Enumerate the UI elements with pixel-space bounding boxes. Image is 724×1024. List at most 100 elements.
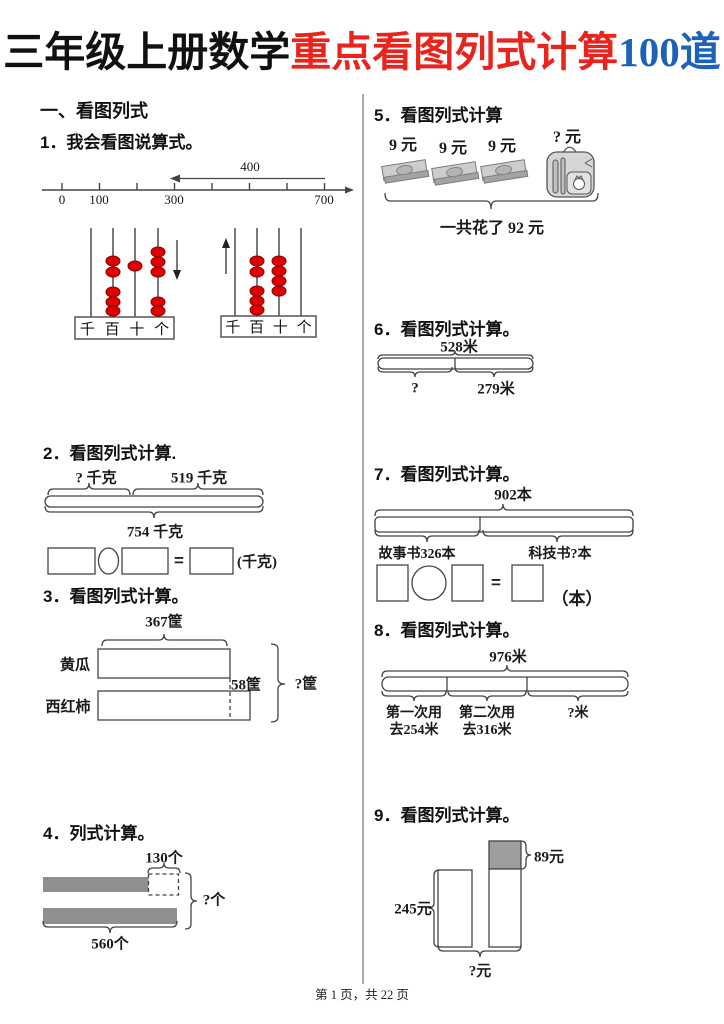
abacus-col-hundred: 百	[104, 320, 120, 338]
p8-seg2-label-line1: 第二次用	[459, 706, 515, 721]
p4-top-label: 130个	[145, 850, 183, 867]
p7-heading: 7．看图列式计算。	[374, 465, 520, 484]
p2-equals-sign: =	[174, 551, 184, 570]
p7-answer-box-2	[451, 564, 484, 602]
p9-question-label: ?元	[468, 963, 492, 980]
up-arrowhead	[222, 238, 230, 248]
p6-top-label: 528米	[440, 339, 478, 356]
p9-left-label: 245元	[394, 901, 432, 918]
money-icon	[480, 159, 529, 184]
p3-question-label: ?筐	[294, 676, 318, 693]
numberline-arrowhead	[345, 186, 354, 194]
p5-price1-label: 9 元	[388, 137, 418, 154]
p6-right-label: 279米	[477, 381, 515, 398]
abacus-col-ten: 十	[272, 319, 288, 336]
abacus-right	[220, 228, 317, 338]
abacus-col-ten: 十	[129, 320, 145, 338]
money-icon	[431, 161, 480, 186]
abacus-left-base	[74, 316, 175, 340]
p2-right-label: 519 千克	[170, 470, 228, 487]
p1-tick-700: 700	[314, 192, 334, 207]
p9-bar-right-gray	[488, 840, 522, 870]
p2-left-label: ? 千克	[75, 470, 117, 487]
p1-arrow-label: 400	[240, 159, 260, 174]
p7-equals-sign: =	[491, 573, 501, 592]
p5-heading: 5．看图列式计算	[374, 106, 503, 125]
p2-heading: 2．看图列式计算.	[43, 444, 177, 463]
p7-unit-label: （本）	[551, 589, 603, 609]
p7-answer-box-1	[376, 564, 409, 602]
p5-figure	[381, 146, 599, 210]
p8-seg1-label-line1: 第一次用	[386, 706, 442, 721]
p7-right-label: 科技书?本	[528, 547, 592, 562]
p3-bar-cucumber	[97, 648, 231, 679]
p3-bar1-label: 黄瓜	[59, 657, 91, 674]
section-heading: 一、看图列式	[40, 101, 148, 121]
p2-answer-box-3	[189, 547, 234, 575]
p6-left-label: ?	[411, 380, 419, 397]
p4-heading: 4．列式计算。	[43, 824, 155, 843]
page-number: 第 1 页，共 22 页	[315, 988, 409, 1002]
p7-answer-box-3	[511, 564, 544, 602]
page-title: 三年级上册数学重点看图列式计算100道	[0, 18, 724, 78]
p8-figure	[381, 664, 629, 702]
abacus-right-base	[220, 315, 317, 338]
p1-tick-100: 100	[89, 192, 109, 207]
title-part-red: 重点看图列式计算	[290, 29, 619, 75]
p5-price-question-label: ? 元	[552, 129, 582, 146]
p3-extra-label: 58筐	[230, 677, 262, 694]
p8-seg2-label-line2: 去316米	[462, 723, 512, 738]
p7-left-label: 故事书326本	[378, 547, 456, 562]
p9-bar-right	[488, 868, 522, 948]
abacus-left	[74, 228, 181, 340]
p5-price2-label: 9 元	[438, 140, 468, 157]
p7-operator-circle	[411, 565, 447, 601]
p5-price3-label: 9 元	[487, 138, 517, 155]
p3-bar2-label: 西红柿	[45, 699, 91, 716]
p9-figure	[427, 840, 532, 958]
p2-unit-label: (千克)	[237, 554, 277, 571]
p2-bar	[44, 495, 264, 508]
p3-heading: 3．看图列式计算。	[43, 587, 189, 606]
p3-top-label: 367筐	[145, 614, 183, 631]
p6-heading: 6．看图列式计算。	[374, 320, 520, 339]
p1-heading: 1．我会看图说算式。	[40, 133, 203, 152]
p1-tick-0: 0	[58, 192, 66, 207]
p7-bar	[374, 516, 634, 533]
p4-figure	[42, 862, 198, 934]
money-icon	[381, 159, 430, 184]
abacus-col-hundred: 百	[249, 319, 265, 336]
abacus-col-one: 个	[296, 319, 312, 336]
down-arrowhead	[173, 270, 181, 280]
p4-dashed-box	[147, 873, 180, 896]
p3-figure	[97, 633, 286, 723]
p4-question-label: ?个	[202, 892, 226, 909]
p9-bar-left	[437, 869, 473, 948]
number-line-figure	[42, 174, 354, 194]
abacus-left-beads	[105, 246, 166, 317]
title-part-blue: 100道	[618, 29, 721, 75]
p7-figure	[374, 503, 634, 602]
p8-heading: 8．看图列式计算。	[374, 621, 520, 640]
abacus-col-thousand: 千	[79, 320, 95, 338]
abacus-right-column-labels: 千 百 十 个	[221, 317, 316, 336]
span-arrowhead	[170, 174, 180, 183]
p8-bar	[381, 676, 629, 692]
title-part-black: 三年级上册数学	[3, 29, 291, 75]
p9-right-label: 89元	[533, 849, 565, 866]
p6-figure	[377, 350, 534, 378]
p8-seg1-label-line2: 去254米	[389, 723, 439, 738]
abacus-right-beads	[249, 255, 287, 316]
p2-figure	[44, 482, 264, 575]
p9-heading: 9．看图列式计算。	[374, 806, 520, 825]
abacus-left-column-labels: 千 百 十 个	[75, 318, 174, 338]
p5-total-label: 一共花了 92 元	[439, 220, 545, 237]
p1-tick-300: 300	[164, 192, 184, 207]
p8-top-label: 976米	[489, 649, 527, 666]
p2-operator-circle	[97, 547, 120, 575]
p7-top-label: 902本	[494, 487, 532, 504]
abacus-col-one: 个	[154, 320, 170, 338]
p3-bar-tomato	[97, 690, 251, 721]
